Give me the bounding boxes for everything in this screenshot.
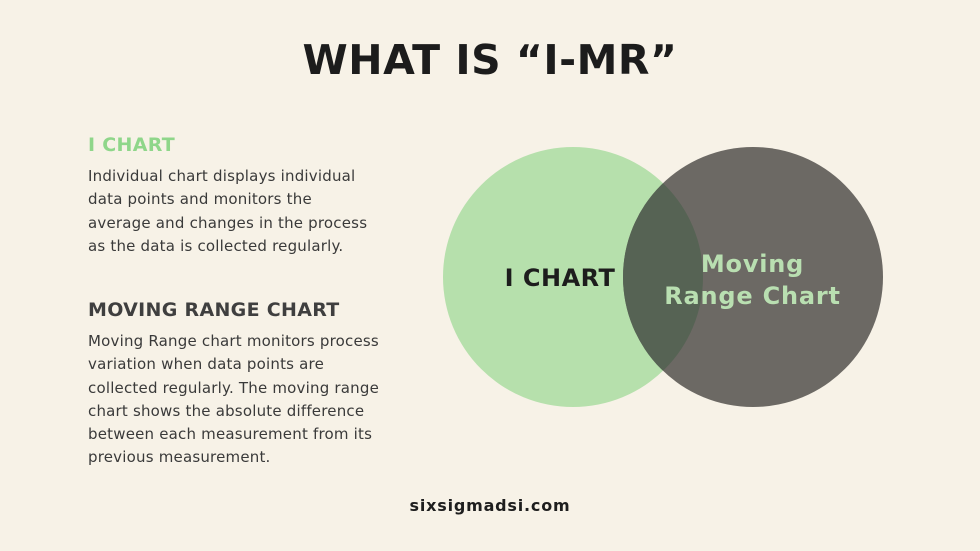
description-line: variation when data points are xyxy=(88,355,325,374)
i-chart-description: Individual chart displays individual dat… xyxy=(88,165,388,258)
description-line: Moving Range chart monitors process xyxy=(88,332,379,350)
description-line: average and changes in the process xyxy=(88,213,368,232)
description-line: between each measurement from its xyxy=(88,425,373,444)
moving-range-description: Moving Range chart monitors process vari… xyxy=(88,330,403,470)
venn-label-line: Range Chart xyxy=(664,282,841,310)
i-chart-heading: I CHART xyxy=(88,134,176,156)
moving-range-circle xyxy=(623,147,883,407)
venn-label-moving-range: Moving Range Chart xyxy=(655,248,850,312)
description-line: collected regularly. The moving range xyxy=(88,378,380,397)
description-line: data points and monitors the xyxy=(88,190,312,209)
description-line: as the data is collected regularly. xyxy=(88,236,344,255)
page-title: WHAT IS “I-MR” xyxy=(302,36,678,84)
description-line: previous measurement. xyxy=(88,448,271,467)
description-line: chart shows the absolute difference xyxy=(88,401,365,420)
description-line: Individual chart displays individual xyxy=(88,167,356,185)
venn-label-line: Moving xyxy=(700,250,805,278)
footer-website: sixsigmadsi.com xyxy=(409,496,571,515)
moving-range-heading: MOVING RANGE CHART xyxy=(88,299,340,321)
venn-label-i-chart: I CHART xyxy=(504,264,616,292)
i-chart-circle xyxy=(443,147,703,407)
